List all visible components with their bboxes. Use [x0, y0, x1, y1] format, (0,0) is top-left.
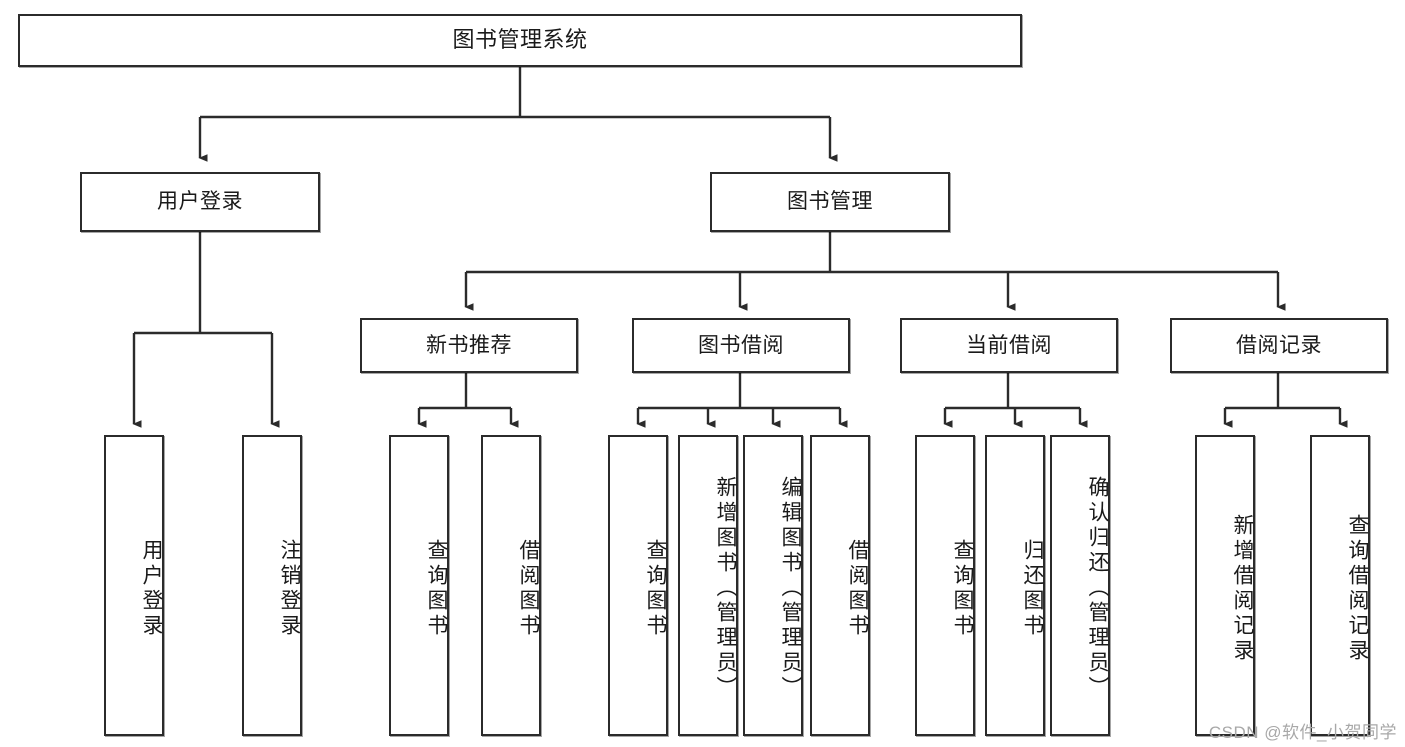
node-leaf-add-record[interactable]: 新增借阅记录: [1195, 435, 1255, 736]
node-leaf-return-book-label: 归还图书: [1021, 538, 1044, 639]
node-user-login[interactable]: 用户登录: [80, 172, 320, 232]
node-borrow-record-label: 借阅记录: [1236, 333, 1322, 357]
node-leaf-user-logout-label: 注销登录: [278, 538, 301, 639]
node-leaf-add-record-label: 新增借阅记录: [1231, 513, 1254, 664]
node-book-manage[interactable]: 图书管理: [710, 172, 950, 232]
node-leaf-add-book[interactable]: 新增图书（管理员）: [678, 435, 738, 736]
node-leaf-query-book-3[interactable]: 查询图书: [915, 435, 975, 736]
node-book-borrow[interactable]: 图书借阅: [632, 318, 850, 373]
node-leaf-add-book-label: 新增图书（管理员）: [714, 476, 737, 701]
node-leaf-confirm-return[interactable]: 确认归还（管理员）: [1050, 435, 1110, 736]
node-leaf-user-login-label: 用户登录: [140, 538, 163, 639]
node-current-borrow[interactable]: 当前借阅: [900, 318, 1118, 373]
node-root[interactable]: 图书管理系统: [18, 14, 1022, 67]
node-leaf-edit-book-label: 编辑图书（管理员）: [779, 476, 802, 701]
node-new-book-rec-label: 新书推荐: [426, 333, 512, 357]
node-root-label: 图书管理系统: [452, 27, 588, 53]
node-current-borrow-label: 当前借阅: [966, 333, 1052, 357]
node-leaf-query-book-1[interactable]: 查询图书: [389, 435, 449, 736]
node-leaf-query-record-label: 查询借阅记录: [1346, 513, 1369, 664]
node-leaf-borrow-book-2-label: 借阅图书: [846, 538, 869, 639]
node-leaf-user-logout[interactable]: 注销登录: [242, 435, 302, 736]
node-new-book-rec[interactable]: 新书推荐: [360, 318, 578, 373]
node-leaf-query-book-3-label: 查询图书: [951, 538, 974, 639]
node-book-manage-label: 图书管理: [787, 190, 873, 214]
watermark: CSDN @软件_小贺同学: [1208, 723, 1397, 742]
node-leaf-borrow-book-2[interactable]: 借阅图书: [810, 435, 870, 736]
node-leaf-confirm-return-label: 确认归还（管理员）: [1086, 476, 1109, 701]
node-leaf-query-book-2-label: 查询图书: [644, 538, 667, 639]
node-leaf-borrow-book-1[interactable]: 借阅图书: [481, 435, 541, 736]
node-borrow-record[interactable]: 借阅记录: [1170, 318, 1388, 373]
node-leaf-edit-book[interactable]: 编辑图书（管理员）: [743, 435, 803, 736]
node-leaf-borrow-book-1-label: 借阅图书: [517, 538, 540, 639]
node-leaf-query-book-2[interactable]: 查询图书: [608, 435, 668, 736]
node-leaf-query-record[interactable]: 查询借阅记录: [1310, 435, 1370, 736]
node-leaf-user-login[interactable]: 用户登录: [104, 435, 164, 736]
node-leaf-query-book-1-label: 查询图书: [425, 538, 448, 639]
node-book-borrow-label: 图书借阅: [698, 333, 784, 357]
node-user-login-label: 用户登录: [157, 190, 243, 214]
node-leaf-return-book[interactable]: 归还图书: [985, 435, 1045, 736]
